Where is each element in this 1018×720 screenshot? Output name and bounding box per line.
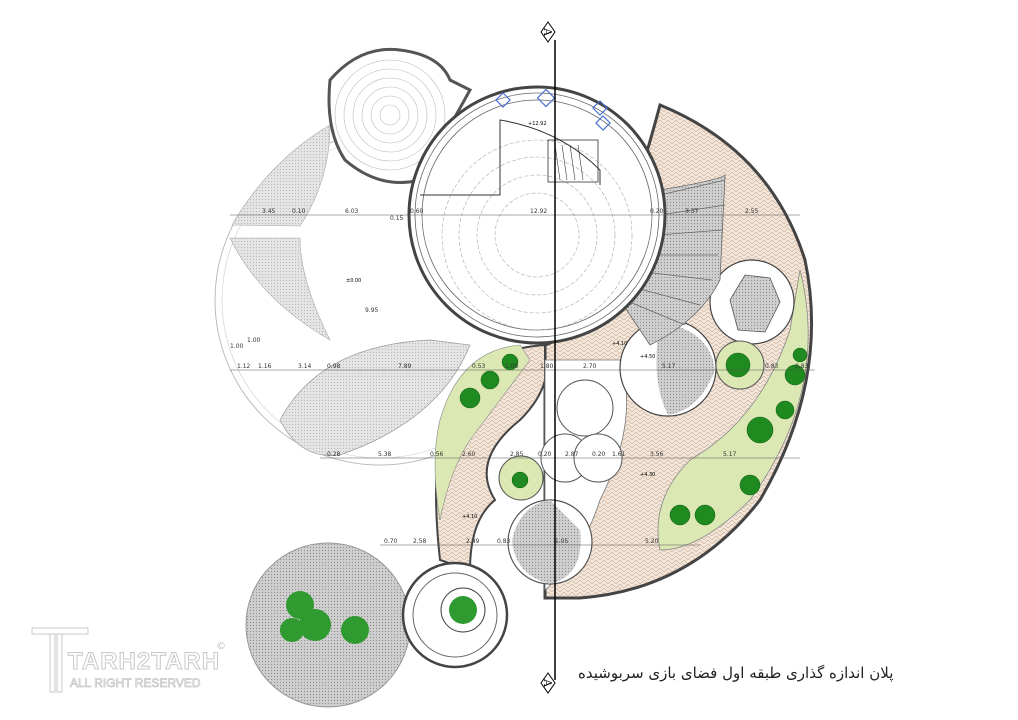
section-line-a: A A: [540, 21, 556, 694]
copyright-icon: ©: [216, 641, 226, 652]
dim: 1.16: [258, 363, 272, 370]
tarh2tarh-logo: TARH2TARH ALL RIGHT RESERVED ©: [30, 625, 230, 695]
level-mid: +4.10: [612, 341, 627, 347]
dim: 2.85: [510, 451, 524, 458]
logo-subtitle: ALL RIGHT RESERVED: [70, 676, 201, 691]
column-icon: [31, 627, 89, 693]
dim: 3.14: [298, 363, 312, 370]
logo-brand: TARH2TARH: [67, 648, 221, 676]
dimension-labels-row3: 0.28 5.38 0.56 2.60 2.85 0.20 2.87 0.20 …: [327, 451, 737, 458]
drawing-title: پلان اندازه گذاری طبقه اول فضای بازی سرب…: [578, 664, 894, 682]
trees: [459, 347, 808, 526]
dim: 5.20: [645, 538, 659, 545]
dim: 0.83: [795, 363, 809, 370]
dim: 0.56: [430, 451, 444, 458]
dim: 5.17: [723, 451, 737, 458]
section-marker-top: A: [541, 27, 554, 37]
dim: 0.20: [592, 451, 606, 458]
dim: 3.37: [685, 208, 699, 215]
dim: 1.00: [230, 343, 244, 350]
dim: 1.12: [237, 363, 251, 370]
dim: 0.20: [538, 451, 552, 458]
level-mid2: +4.50: [640, 354, 655, 360]
dim: 0.53: [472, 363, 486, 370]
dim: 2.70: [583, 363, 597, 370]
level-left: ±0.00: [346, 278, 361, 284]
level-markers: +12.92 ±0.00 +4.10 +4.50 +4.30 +4.10: [346, 121, 655, 520]
dim: 0.83: [497, 538, 511, 545]
dim: 1.00: [247, 337, 261, 344]
left-open-area: [214, 124, 546, 466]
dim: 7.89: [398, 363, 412, 370]
level-top: +12.92: [528, 121, 547, 127]
dimension-labels-row2: 1.12 1.16 3.14 0.98 7.89 0.53 1.06 1.80 …: [237, 363, 809, 370]
dim: 2.49: [466, 538, 480, 545]
dim: 1.05: [555, 538, 569, 545]
dim: 3.45: [262, 208, 276, 215]
dim: 2.87: [565, 451, 579, 458]
level-right: +4.30: [640, 472, 655, 478]
dim: 0.98: [327, 363, 341, 370]
dim: 5.38: [378, 451, 392, 458]
dimension-labels-row4: 0.70 2.58 2.49 0.83 1.05 5.20: [384, 538, 659, 545]
gray-leaf-lower: [279, 339, 471, 456]
dim: 1.06: [505, 363, 519, 370]
dim: 2.55: [745, 208, 759, 215]
dim: 0.60: [410, 208, 424, 215]
palm-tree-circle: [245, 542, 411, 708]
dim: 0.83: [765, 363, 779, 370]
dim: 2.60: [462, 451, 476, 458]
bottom-spiral-stair: [401, 561, 509, 669]
dim: 12.92: [530, 208, 547, 215]
seating-icons: [495, 88, 611, 131]
dim: 6.03: [345, 208, 359, 215]
dim: 0.70: [384, 538, 398, 545]
dimension-labels-misc: 9.95 1.00 1.00: [230, 307, 379, 350]
dim: 0.28: [327, 451, 341, 458]
section-marker-bottom: A: [541, 678, 554, 688]
dim: 0.10: [292, 208, 306, 215]
dim: 1.61: [612, 451, 626, 458]
dim: 0.20: [650, 208, 664, 215]
dim: 9.95: [365, 307, 379, 314]
dim: 3.56: [650, 451, 664, 458]
level-bottom: +4.10: [462, 514, 477, 520]
dim: 2.58: [413, 538, 427, 545]
dim: 5.17: [662, 363, 676, 370]
right-play-zone: [434, 102, 814, 600]
dim: 1.80: [540, 363, 554, 370]
gray-leaf-upper: [229, 237, 331, 341]
dim: 0.15: [390, 215, 404, 222]
dimension-labels-row1: 3.45 0.10 6.03 0.15 0.60 12.92 0.20 3.37…: [262, 208, 759, 222]
